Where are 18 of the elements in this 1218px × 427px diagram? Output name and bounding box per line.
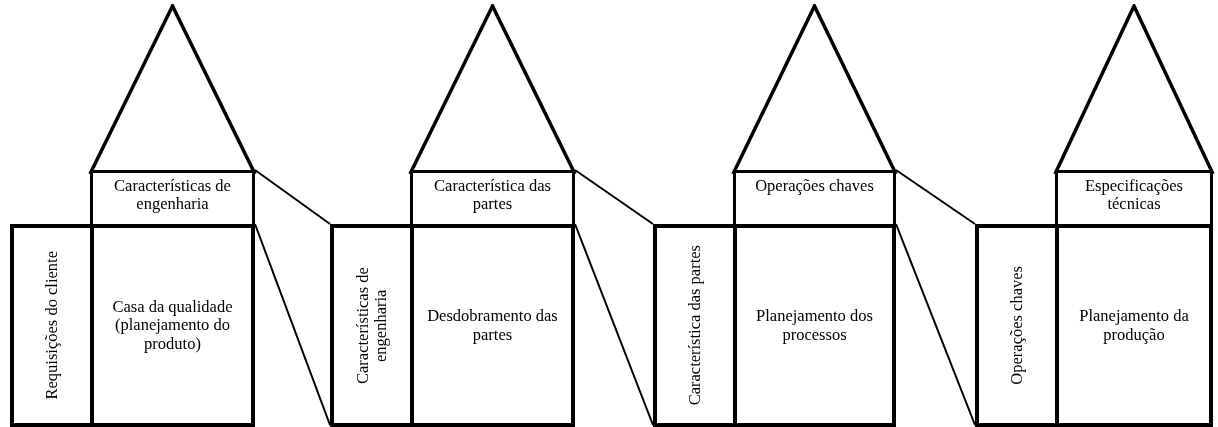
matrix-label: Desdobramento das partes xyxy=(426,307,559,344)
column-label: Requisições do cliente xyxy=(42,251,62,400)
connector-line xyxy=(254,169,331,225)
header-label: Característica das partes xyxy=(433,177,552,214)
connector-line xyxy=(895,223,976,426)
connector-line xyxy=(574,223,654,426)
matrix-label: Planejamento da produção xyxy=(1078,307,1190,344)
matrix-label: Planejamento dos processos xyxy=(755,307,874,344)
header-label: Especificações técnicas xyxy=(1084,177,1184,214)
connector-line xyxy=(574,169,654,225)
header-label: Operações chaves xyxy=(755,177,874,196)
column-label: Característica das partes xyxy=(685,245,705,406)
connector-line xyxy=(254,223,331,426)
connector-line xyxy=(895,169,976,225)
header-label: Características de engenharia xyxy=(113,177,232,214)
matrix-label: Casa da qualidade (planejamento do produto) xyxy=(111,297,234,354)
column-label: Operações chaves xyxy=(1007,266,1027,385)
column-label: Características de engenharia xyxy=(353,266,391,386)
